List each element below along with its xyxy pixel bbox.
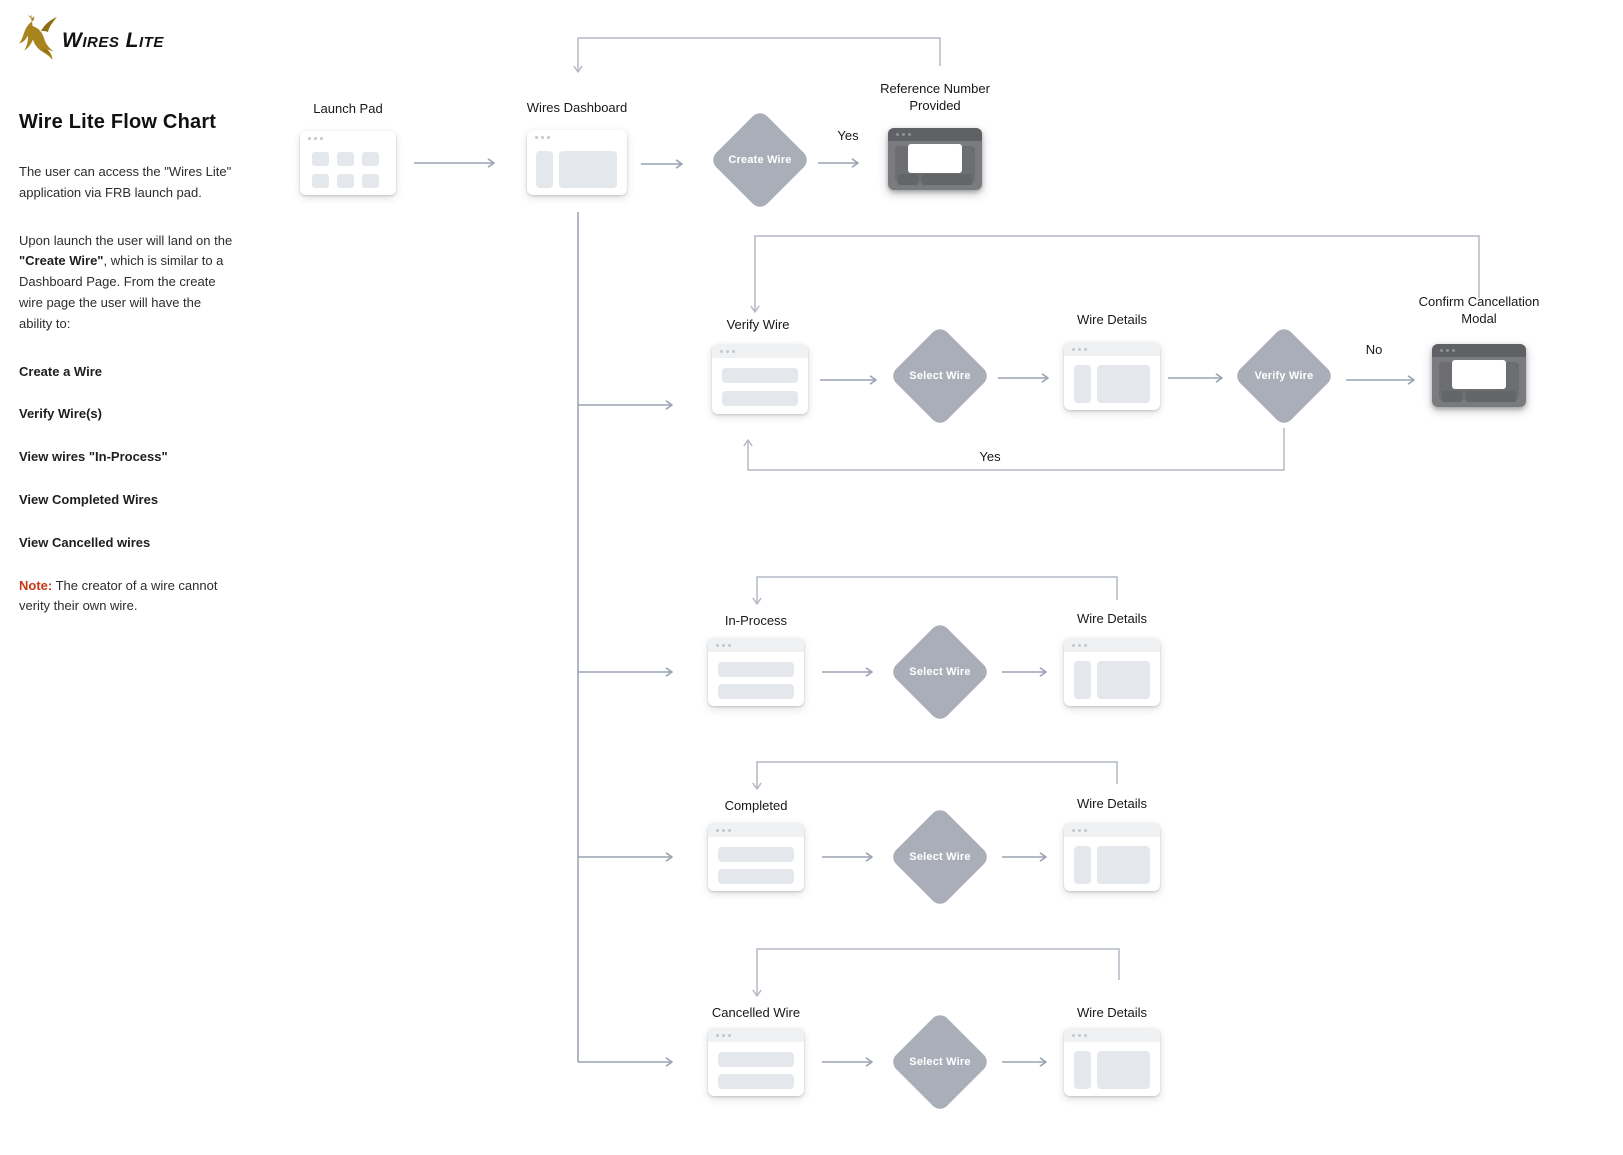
ability-completed: View Completed Wires [19, 491, 159, 507]
window-dots-icon [708, 1028, 804, 1042]
confirm-modal-label: Confirm Cancellation Modal [1394, 293, 1564, 327]
confirm-modal-label-line1: Confirm Cancellation [1418, 294, 1540, 309]
confirm-modal-label-line2: Modal [1461, 311, 1497, 326]
landing-pre: Upon launch the user will land on the [19, 232, 233, 248]
wire-details-label-row2: Wire Details [1076, 312, 1148, 327]
wire-details-window-row2 [1064, 342, 1160, 410]
wire-details-window-row4 [1064, 823, 1160, 891]
sidebar-copy: Wire Lite Flow Chart The user can access… [19, 110, 233, 617]
window-dots-icon [300, 131, 396, 145]
select-wire-decision-row3: Select Wire [889, 621, 991, 723]
reference-number-modal [888, 128, 982, 190]
window-dots-icon [708, 638, 804, 652]
verify-list-label: Verify Wire [726, 317, 790, 332]
window-dots-icon [708, 823, 804, 837]
select-wire-label: Select Wire [909, 666, 971, 678]
window-dots-icon [1064, 638, 1160, 652]
brand-name: Wires Lite [62, 29, 164, 52]
intro-paragraph: The user can access the "Wires Lite" app… [19, 162, 233, 204]
window-dots-icon [527, 130, 627, 144]
window-dots-icon [1064, 823, 1160, 837]
completed-list-window [708, 823, 804, 891]
ability-verify: Verify Wire(s) [19, 406, 102, 422]
select-wire-label: Select Wire [909, 851, 971, 863]
no-label: No [1365, 342, 1383, 357]
launchpad-window [300, 131, 396, 195]
reference-modal-label-line1: Reference Number [880, 81, 990, 96]
window-dots-icon [888, 128, 982, 141]
select-wire-decision-row4: Select Wire [889, 806, 991, 908]
wire-details-label-row5: Wire Details [1076, 1005, 1148, 1020]
create-wire-decision: Create Wire [709, 109, 811, 211]
eagle-icon [19, 14, 57, 60]
cancelled-list-label: Cancelled Wire [711, 1005, 801, 1020]
note-text: The creator of a wire cannot verity thei… [19, 577, 218, 614]
window-dots-icon [1432, 344, 1526, 357]
landing-paragraph: Upon launch the user will land on the "C… [19, 231, 233, 335]
landing-post: , which is similar to a Dashboard Page. … [19, 253, 224, 331]
create-wire-decision-label: Create Wire [728, 154, 792, 166]
verify-wire-decision-label: Verify Wire [1254, 370, 1314, 382]
select-wire-label: Select Wire [909, 370, 971, 382]
select-wire-decision-row5: Select Wire [889, 1011, 991, 1113]
dashboard-label: Wires Dashboard [526, 100, 628, 115]
yes-label-row1: Yes [837, 128, 859, 143]
intro-text: The user can access the "Wires Lite" app… [19, 164, 232, 200]
wire-details-window-row5 [1064, 1028, 1160, 1096]
reference-modal-label-line2: Provided [909, 98, 961, 113]
wire-details-label-row3: Wire Details [1076, 611, 1148, 626]
verify-list-window [712, 344, 808, 414]
note-paragraph: Note: The creator of a wire cannot verit… [19, 576, 233, 618]
landing-bold: "Create Wire" [19, 253, 104, 269]
window-dots-icon [1064, 1028, 1160, 1042]
window-dots-icon [1064, 342, 1160, 356]
completed-list-label: Completed [724, 798, 788, 813]
wire-details-window-row3 [1064, 638, 1160, 706]
select-wire-decision-row2: Select Wire [889, 325, 991, 427]
cancelled-list-window [708, 1028, 804, 1096]
verify-wire-decision: Verify Wire [1233, 325, 1335, 427]
ability-cancelled: View Cancelled wires [19, 534, 151, 550]
dashboard-window [527, 130, 627, 195]
wire-details-label-row4: Wire Details [1076, 796, 1148, 811]
brand-header: Wires Lite [18, 12, 164, 60]
inprocess-list-label: In-Process [724, 613, 788, 628]
confirm-cancellation-modal [1432, 344, 1526, 407]
window-dots-icon [712, 344, 808, 358]
note-label: Note: [19, 577, 53, 593]
page-title: Wire Lite Flow Chart [19, 111, 217, 133]
inprocess-list-window [708, 638, 804, 706]
launchpad-label: Launch Pad [313, 101, 383, 116]
yes-label-row2: Yes [979, 449, 1001, 464]
reference-modal-label: Reference Number Provided [855, 80, 1015, 114]
select-wire-label: Select Wire [909, 1056, 971, 1068]
ability-create: Create a Wire [19, 363, 102, 379]
ability-inprocess: View wires "In-Process" [19, 449, 168, 465]
